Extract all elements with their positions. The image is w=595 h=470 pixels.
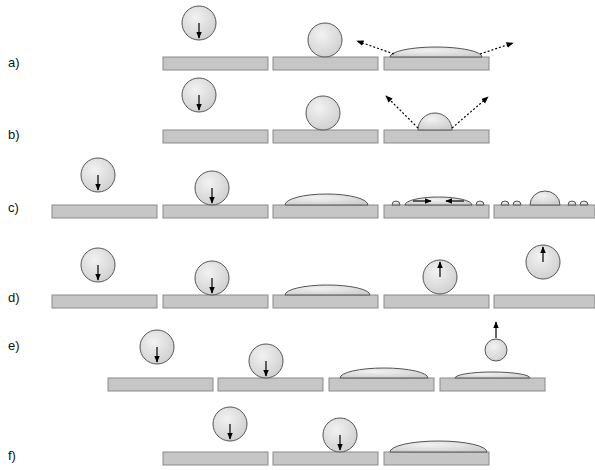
row-label: d) <box>8 290 20 306</box>
droplet <box>249 344 283 378</box>
substrate <box>440 378 545 391</box>
substrate <box>163 205 268 218</box>
substrate <box>494 205 595 218</box>
satellite-drop <box>476 201 484 205</box>
recoil-arrow <box>413 200 431 201</box>
satellite-drop <box>513 201 521 205</box>
satellite-drop <box>568 201 576 205</box>
velocity-arrow <box>156 347 157 362</box>
substrate <box>163 295 268 308</box>
substrate <box>52 295 157 308</box>
row-label: b) <box>8 127 20 143</box>
substrate <box>163 57 268 70</box>
spread-film <box>340 368 428 378</box>
substrate <box>273 130 378 143</box>
substrate <box>218 378 323 391</box>
velocity-arrow <box>97 265 98 280</box>
velocity-arrow <box>265 361 266 376</box>
substrate <box>384 205 489 218</box>
splash-arrow <box>357 41 394 54</box>
spread-film <box>285 194 368 205</box>
row-e <box>108 322 545 391</box>
splash-arrow <box>452 97 488 128</box>
residual-film <box>455 372 530 378</box>
receding-film <box>405 197 472 205</box>
row-d <box>52 245 595 308</box>
substrate <box>273 295 378 308</box>
droplet <box>182 6 216 40</box>
row-label: f) <box>8 448 16 464</box>
droplet <box>306 96 340 130</box>
substrate <box>163 452 268 465</box>
substrate <box>494 295 595 308</box>
velocity-arrow <box>211 188 212 203</box>
droplet <box>195 171 229 205</box>
substrate <box>52 205 157 218</box>
substrate <box>273 205 378 218</box>
row-c <box>52 158 595 218</box>
satellite-drop <box>501 201 509 205</box>
recoil-arrow <box>446 200 464 201</box>
spread-film <box>390 441 487 452</box>
deposited-drop <box>530 191 560 205</box>
substrate <box>384 130 489 143</box>
rebounding-droplet <box>423 260 457 294</box>
velocity-arrow <box>542 247 543 262</box>
substrate <box>329 378 434 391</box>
row-f <box>163 407 489 465</box>
droplet <box>140 330 174 364</box>
substrate <box>163 130 268 143</box>
substrate <box>384 295 489 308</box>
substrate <box>273 57 378 70</box>
substrate <box>108 378 213 391</box>
velocity-arrow <box>439 262 440 277</box>
droplet <box>308 23 342 57</box>
spread-film <box>285 285 370 295</box>
droplet <box>81 158 115 192</box>
substrate <box>384 57 489 70</box>
splash-arrow <box>386 96 418 128</box>
velocity-arrow <box>198 95 199 110</box>
satellite-drop <box>392 201 400 205</box>
splash-arrow <box>480 43 513 54</box>
droplet <box>182 78 216 112</box>
row-b <box>163 78 489 143</box>
droplet <box>213 407 247 441</box>
ejected-droplet <box>485 339 507 361</box>
droplet <box>195 261 229 295</box>
row-label: c) <box>8 200 19 216</box>
row-label: e) <box>8 338 20 354</box>
rebounding-droplet <box>526 245 560 279</box>
deposited-drop <box>418 113 452 130</box>
substrate <box>273 452 378 465</box>
satellite-drop <box>580 201 588 205</box>
row-label: a) <box>8 55 20 71</box>
velocity-arrow <box>229 424 230 439</box>
droplet <box>323 418 357 452</box>
velocity-arrow <box>198 23 199 38</box>
row-a <box>163 6 513 70</box>
droplet <box>81 248 115 282</box>
velocity-arrow <box>97 175 98 190</box>
velocity-arrow <box>211 278 212 293</box>
substrate <box>384 452 489 465</box>
velocity-arrow <box>339 435 340 450</box>
velocity-arrow <box>495 322 496 338</box>
spread-film <box>390 47 482 57</box>
